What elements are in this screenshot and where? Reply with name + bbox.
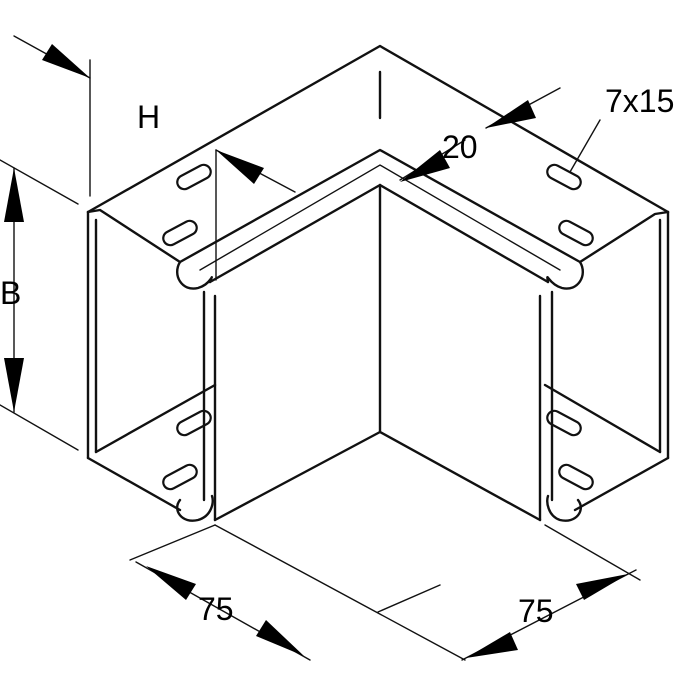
b-extension-bottom (0, 404, 79, 451)
right-top-curl (546, 260, 585, 290)
top-back-edge (86, 44, 670, 214)
mounting-slots (162, 163, 594, 491)
h-arrow-right (216, 150, 264, 184)
leg-right-extension (544, 524, 641, 581)
label-flange: 20 (442, 129, 478, 165)
inner-faces (94, 70, 662, 522)
slot-left-top-2 (162, 219, 198, 247)
label-leg-right: 75 (518, 593, 554, 629)
slot-left-top-1 (176, 163, 212, 191)
slot-right-bottom-2 (558, 463, 594, 491)
slot-left-bottom-2 (162, 463, 198, 491)
leg-left-extension (129, 524, 216, 561)
left-bottom-curl (176, 494, 214, 522)
dimension-flange: 20 (399, 87, 561, 182)
label-h: H (137, 99, 160, 135)
dimension-slot: 7x15 (569, 83, 674, 173)
slot-right-top-2 (558, 219, 594, 247)
inner-bottom-edge (213, 430, 542, 522)
left-bottom-panel-edge (94, 383, 217, 454)
leg-center-line (214, 524, 466, 661)
flange-arrow-left (400, 150, 450, 182)
leg-left-extension-2 (377, 584, 441, 613)
b-extension-top (0, 159, 79, 205)
right-bottom-panel-edge (543, 383, 662, 454)
label-b: B (0, 275, 21, 311)
left-top-lip (86, 208, 182, 264)
leg-right-arrow-end (576, 574, 628, 600)
b-arrow-top (4, 168, 24, 222)
right-bottom-edge (573, 456, 670, 512)
right-top-lip (578, 210, 670, 264)
dimension-leg-right: 75 (214, 524, 641, 661)
flange-arrow-right (486, 100, 536, 128)
inner-ridge (178, 148, 582, 264)
inner-ridge-mid (199, 164, 561, 271)
slot-leader (569, 119, 601, 173)
b-arrow-bottom (4, 358, 24, 412)
slot-left-bottom-1 (176, 409, 212, 437)
leg-left-arrow-start (146, 566, 196, 600)
dimension-b: B (0, 159, 79, 451)
slot-right-top-1 (546, 163, 582, 191)
label-leg-left: 75 (198, 591, 234, 627)
dimension-leg-left: 75 (129, 524, 441, 661)
dimension-h: H (13, 35, 296, 281)
left-bottom-edge (86, 456, 182, 512)
fitting-outline (86, 44, 670, 512)
leg-right-arrow-start (466, 632, 518, 658)
leg-left-arrow-end (256, 620, 304, 656)
h-arrow-left (42, 44, 90, 78)
slot-right-bottom-1 (546, 409, 582, 437)
label-slot: 7x15 (605, 83, 674, 119)
left-top-curl (175, 260, 213, 290)
right-bottom-curl (546, 494, 582, 522)
